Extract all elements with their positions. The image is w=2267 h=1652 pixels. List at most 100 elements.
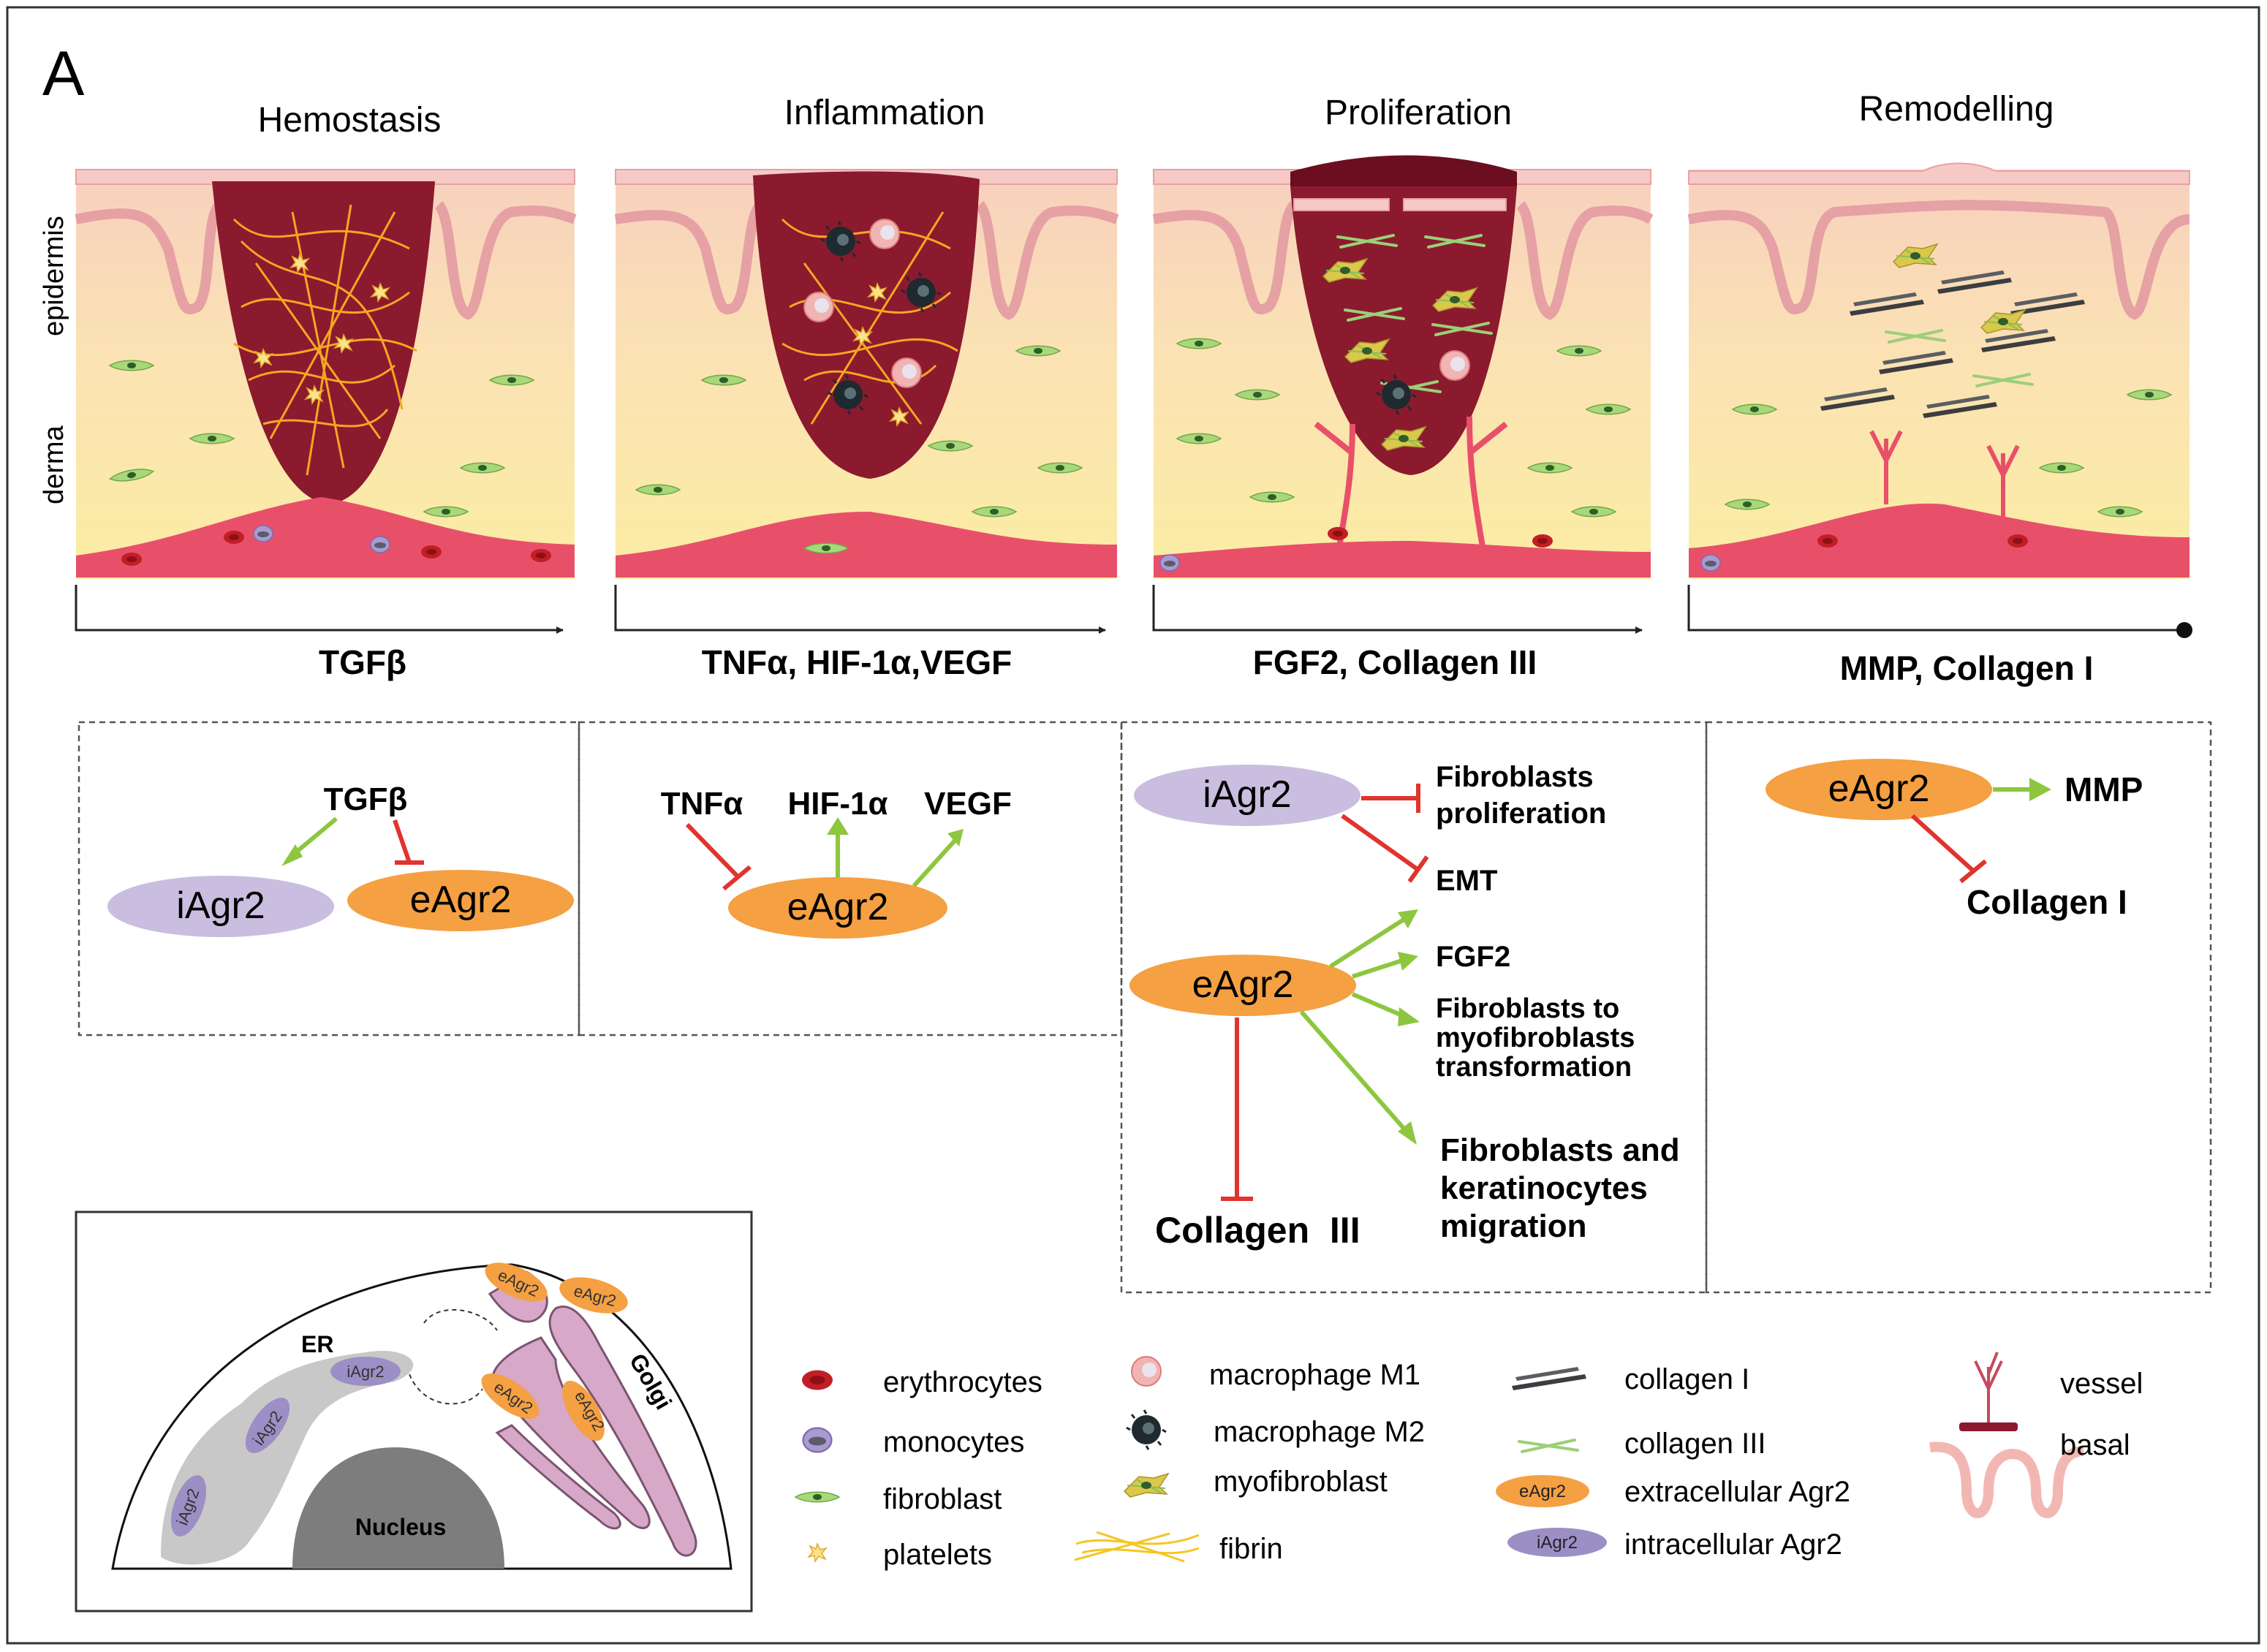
stage-title-hemostasis: Hemostasis: [258, 101, 442, 140]
proliferation-iagr2-label: iAgr2: [1203, 773, 1291, 816]
inflammation-panel: [614, 169, 1119, 579]
proliferation-eagr2-node: [1129, 955, 1356, 1016]
panel-b: Nucleus ER iAgr2 iAgr2 iAgr2 eAgr2 eAgr2…: [75, 1210, 753, 1613]
proliferation-mig-3: migration: [1440, 1208, 1586, 1244]
stage-title-inflammation: Inflammation: [784, 94, 985, 132]
proliferation-eagr2-label: eAgr2: [1192, 963, 1294, 1006]
pathway-boxes: [77, 721, 2212, 1294]
legend-item-macrophage-m1: macrophage M1: [1131, 1356, 1420, 1391]
collagen-iii-icon: [1518, 1439, 1579, 1453]
timeline: [75, 585, 2182, 634]
legend-label-vessel: vessel: [2060, 1368, 2143, 1400]
proliferation-fmt-2: myofibroblasts: [1436, 1023, 1635, 1053]
pathway-vegf-label: VEGF: [924, 786, 1012, 822]
legend: erythrocytes monocytes fibroblast platel…: [795, 1352, 2143, 1571]
legend-item-extracellular-agr2: eAgr2 extracellular Agr2: [1496, 1475, 1850, 1508]
factors-proliferation: FGF2, Collagen III: [1253, 643, 1537, 681]
legend-item-collagen-i: collagen I: [1512, 1363, 1749, 1395]
legend-label-erythrocytes: erythrocytes: [883, 1366, 1042, 1398]
remodelling-eagr2-label: eAgr2: [1828, 768, 1930, 810]
hemostasis-eagr2-node: [347, 870, 574, 931]
legend-item-basal: basal: [1929, 1429, 2130, 1518]
legend-label-basal: basal: [2060, 1429, 2130, 1461]
legend-label-extracellular-agr2: extracellular Agr2: [1624, 1476, 1850, 1508]
factors-hemostasis: TGFβ: [319, 643, 406, 681]
legend-label-platelets: platelets: [883, 1539, 992, 1571]
epidermis-label: epidermis: [39, 216, 69, 336]
proliferation-fib-prolif-2: proliferation: [1436, 797, 1606, 830]
derma-label: derma: [39, 425, 69, 504]
legend-badge-eagr2: eAgr2: [1519, 1482, 1566, 1501]
legend-item-fibroblast: fibroblast: [795, 1483, 1002, 1515]
legend-label-macrophage-m2: macrophage M2: [1214, 1416, 1425, 1448]
legend-item-fibrin: fibrin: [1074, 1531, 1283, 1565]
erythrocyte-icon: [802, 1370, 833, 1390]
fibroblast-icon: [795, 1491, 840, 1503]
platelet-icon: [808, 1543, 827, 1562]
legend-label-macrophage-m1: macrophage M1: [1209, 1359, 1420, 1391]
legend-item-intracellular-agr2: iAgr2 intracellular Agr2: [1507, 1528, 1842, 1561]
vessel-icon: [1959, 1352, 2018, 1431]
hemostasis-eagr2-label: eAgr2: [410, 879, 512, 921]
proliferation-fgf2-label: FGF2: [1436, 941, 1510, 973]
proliferation-fmt-1: Fibroblasts to: [1436, 993, 1619, 1024]
proliferation-mig-1: Fibroblasts and: [1440, 1132, 1680, 1168]
legend-item-monocytes: monocytes: [802, 1426, 1024, 1458]
legend-badge-iagr2: iAgr2: [1537, 1533, 1578, 1553]
remodelling-eagr2-node: [1765, 759, 1992, 820]
legend-label-monocytes: monocytes: [883, 1426, 1024, 1458]
panel-a-letter: A: [42, 39, 85, 109]
stage-title-remodelling: Remodelling: [1859, 90, 2054, 129]
er-iagr2-badge-1: iAgr2: [347, 1363, 384, 1381]
timeline-end-dot: [2176, 622, 2192, 638]
macrophage-m2-icon: [1125, 1409, 1167, 1451]
legend-item-myofibroblast: myofibroblast: [1124, 1466, 1388, 1498]
pathway-hif-label: HIF-1α: [787, 786, 888, 822]
collagen-i-icon: [1512, 1367, 1586, 1390]
proliferation-panel: [1152, 155, 1654, 579]
hemostasis-iagr2-label: iAgr2: [176, 884, 265, 927]
remodelling-collagen1-label: Collagen I: [1967, 883, 2127, 921]
pathway-tgfb-label: TGFβ: [324, 781, 408, 817]
legend-label-intracellular-agr2: intracellular Agr2: [1624, 1528, 1842, 1561]
proliferation-fmt-3: transformation: [1436, 1052, 1632, 1083]
pathway-remodelling: eAgr2 MMP Collagen I: [1765, 759, 2143, 921]
extracellular-agr2-icon: eAgr2: [1496, 1475, 1589, 1507]
legend-label-fibroblast: fibroblast: [883, 1483, 1002, 1515]
pathway-proliferation: iAgr2 Fibroblasts proliferation EMT eAgr…: [1129, 761, 1680, 1251]
legend-label-collagen-iii: collagen III: [1624, 1428, 1765, 1460]
legend-item-vessel: vessel: [1959, 1352, 2143, 1431]
er-shape: [161, 1351, 414, 1565]
pathway-hemostasis: TGFβ iAgr2 eAgr2: [107, 781, 574, 937]
nucleus-shape: [292, 1447, 504, 1569]
pathway-inflammation: TNFα HIF-1α VEGF eAgr2: [661, 786, 1012, 939]
inflammation-eagr2-node: [728, 877, 947, 939]
myofibroblast-icon: [1124, 1473, 1169, 1498]
remodelling-panel: [1687, 162, 2190, 579]
stage-title-proliferation: Proliferation: [1325, 94, 1512, 132]
proliferation-collagen3-label: Collagen III: [1155, 1210, 1360, 1251]
legend-label-collagen-i: collagen I: [1624, 1363, 1749, 1395]
proliferation-mig-2: keratinocytes: [1440, 1170, 1648, 1206]
proliferation-fib-prolif-1: Fibroblasts: [1436, 761, 1594, 793]
legend-item-collagen-iii: collagen III: [1518, 1428, 1765, 1460]
legend-label-myofibroblast: myofibroblast: [1214, 1466, 1388, 1498]
proliferation-iagr2-node: [1134, 765, 1360, 826]
factors-inflammation: TNFα, HIF-1α,VEGF: [702, 643, 1013, 681]
er-label: ER: [301, 1331, 333, 1357]
pathway-tnfa-label: TNFα: [661, 786, 743, 822]
intracellular-agr2-icon: iAgr2: [1507, 1528, 1607, 1557]
monocyte-icon: [802, 1427, 833, 1453]
macrophage-m1-icon: [1131, 1356, 1162, 1387]
inflammation-eagr2-label: eAgr2: [787, 886, 889, 928]
fibrin-icon: [1074, 1531, 1200, 1563]
hemostasis-iagr2-node: [107, 876, 334, 937]
legend-item-macrophage-m2: macrophage M2: [1125, 1409, 1425, 1451]
nucleus-label: Nucleus: [355, 1514, 446, 1540]
figure-frame: [6, 6, 2260, 1645]
legend-item-erythrocytes: erythrocytes: [802, 1366, 1042, 1398]
basal-icon: [1929, 1441, 2084, 1518]
proliferation-emt-label: EMT: [1436, 865, 1497, 897]
hemostasis-panel: [75, 169, 577, 579]
